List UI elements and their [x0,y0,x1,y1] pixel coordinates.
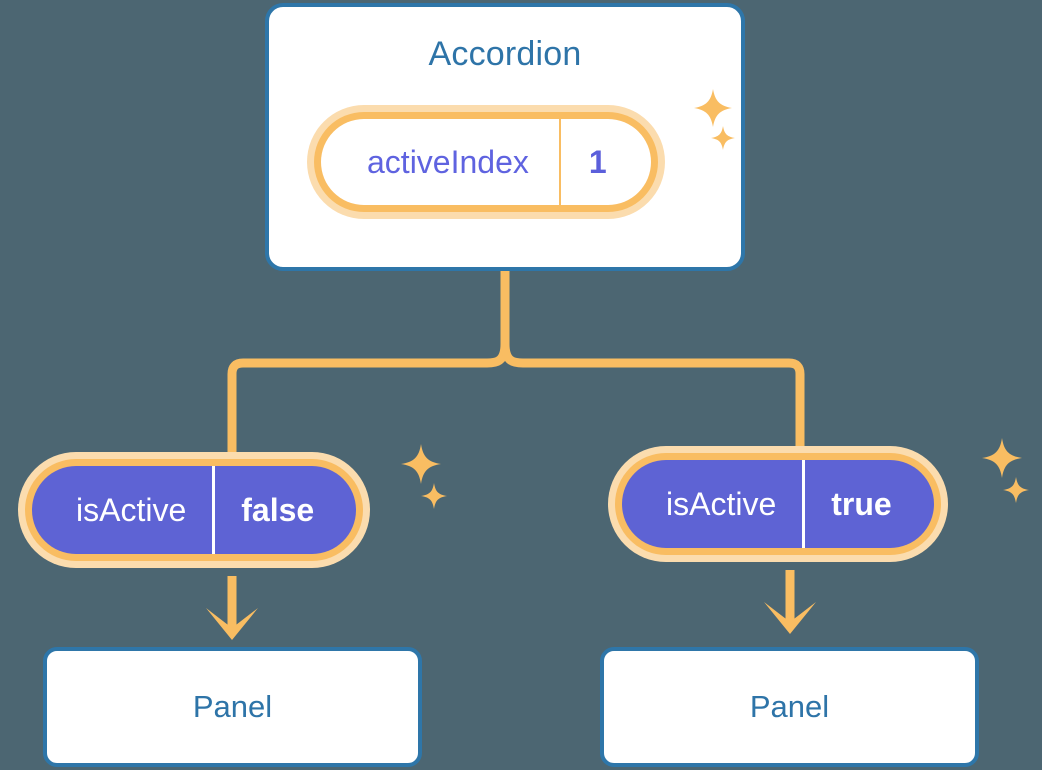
state-chip-is-active-false[interactable]: isActive false [18,452,371,568]
chip-key-is-active-left: isActive [32,466,216,554]
chip-value-is-active-left: false [241,491,315,528]
panel-card-right[interactable]: Panel [600,647,979,767]
accordion-title: Accordion [428,35,582,73]
state-chip-active-index[interactable]: activeIndex 1 [307,105,665,219]
sparkle-small-icon [420,482,448,510]
sparkle-small-icon [1002,476,1030,504]
panel-left-title: Panel [192,689,273,724]
arrowhead-right [764,602,816,634]
panel-right-title: Panel [749,689,830,724]
sparkle-large-icon [981,437,1023,479]
chip-value-active-index: 1 [588,143,607,180]
chip-glow-ring: isActive false [18,452,371,568]
chip-glow-ring: isActive true [608,446,948,562]
chip-solid-ring: isActive false [25,459,364,561]
chip-value-is-active-right: true [831,485,892,522]
arrowhead-left [206,608,258,640]
chip-glow-ring: activeIndex 1 [307,105,665,219]
state-chip-is-active-true[interactable]: isActive true [608,446,948,562]
chip-key-is-active-right: isActive [622,460,806,548]
chip-body: isActive false [32,466,357,554]
chip-body: isActive true [622,460,934,548]
connector-split-left [227,343,510,466]
panel-card-left[interactable]: Panel [43,647,422,767]
connector-split-right [500,343,805,460]
chip-body: activeIndex 1 [321,119,651,205]
chip-solid-ring: isActive true [615,453,941,555]
chip-key-active-index: activeIndex [321,119,561,205]
chip-solid-ring: activeIndex 1 [314,112,658,212]
sparkle-large-icon [400,443,442,485]
